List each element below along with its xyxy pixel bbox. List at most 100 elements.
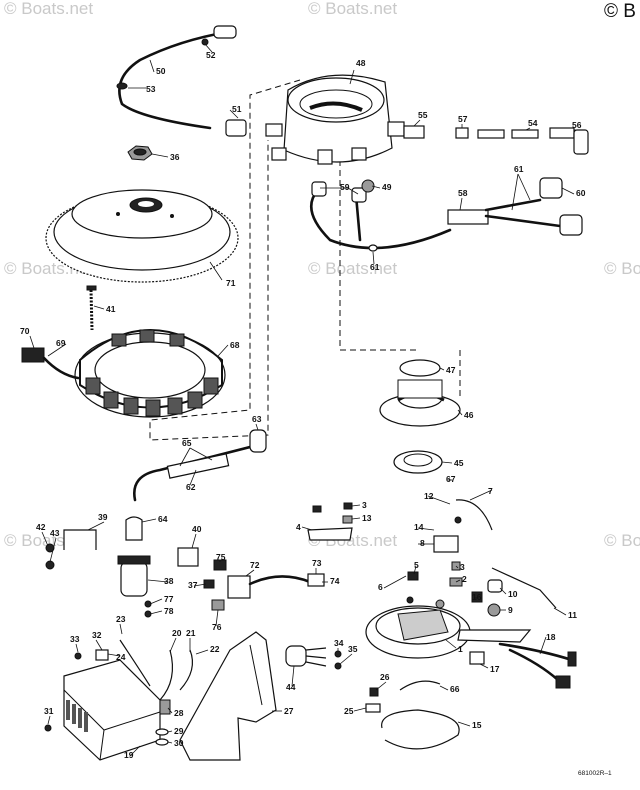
callout-17: 17 [490, 664, 500, 674]
armature-plate [365, 596, 532, 659]
callout-22: 22 [210, 644, 220, 654]
callout-16: 16 [472, 592, 482, 602]
callout-6: 6 [378, 582, 383, 592]
watermark: © Boats.net [604, 531, 640, 550]
watermark: © Boats.net [308, 0, 397, 18]
screw [334, 662, 342, 670]
callout-3: 3 [460, 562, 465, 572]
ignition-coil [285, 645, 327, 667]
callout-66: 66 [450, 684, 460, 694]
callout-2: 2 [462, 574, 467, 584]
callout-55: 55 [418, 110, 428, 120]
callout-30: 30 [174, 738, 184, 748]
callout-71: 71 [226, 278, 236, 288]
callout-25: 25 [344, 706, 354, 716]
callout-61: 61 [514, 164, 524, 174]
callout-48: 48 [356, 58, 366, 68]
callout-62: 62 [186, 482, 196, 492]
callout-60: 60 [576, 188, 586, 198]
power-pack-housing [265, 74, 405, 165]
callout-4: 4 [296, 522, 301, 532]
callout-58: 58 [458, 188, 468, 198]
flywheel-nut [127, 145, 153, 161]
callout-1: 1 [458, 644, 463, 654]
callout-76: 76 [212, 622, 222, 632]
callout-39: 39 [98, 512, 108, 522]
stator-connector [21, 347, 80, 380]
callout-72: 72 [250, 560, 260, 570]
callout-68: 68 [230, 340, 240, 350]
callout-61: 61 [370, 262, 380, 272]
callout-56: 56 [572, 120, 582, 130]
callout-15: 15 [472, 720, 482, 730]
callout-24: 24 [116, 652, 126, 662]
callout-labels: 1 2 3 3 4 5 6 7 8 9 10 11 12 13 14 15 16… [20, 43, 586, 760]
watermark: © Boats.net [4, 0, 93, 18]
callout-10: 10 [508, 589, 518, 599]
callout-28: 28 [174, 708, 184, 718]
callout-8: 8 [420, 538, 425, 548]
retainer-clip [399, 680, 441, 691]
callout-26: 26 [380, 672, 390, 682]
callout-31: 31 [44, 706, 54, 716]
callout-50: 50 [156, 66, 166, 76]
callout-54: 54 [528, 118, 538, 128]
timer-ring [393, 450, 443, 474]
callout-9: 9 [508, 605, 513, 615]
callout-21: 21 [186, 628, 196, 638]
callout-49: 49 [382, 182, 392, 192]
callout-44: 44 [286, 682, 296, 692]
callout-18: 18 [546, 632, 556, 642]
callout-11: 11 [568, 610, 577, 620]
callout-20: 20 [172, 628, 182, 638]
watermark: © Boats.net [308, 259, 397, 278]
callout-51: 51 [232, 104, 242, 114]
callout-38: 38 [164, 576, 174, 586]
callout-19: 19 [124, 750, 134, 760]
callout-65: 65 [182, 438, 192, 448]
callout-74: 74 [330, 576, 340, 586]
callout-42: 42 [36, 522, 46, 532]
callout-67: 67 [446, 474, 456, 484]
callout-37: 37 [188, 580, 198, 590]
callout-73: 73 [312, 558, 322, 568]
callout-3: 3 [362, 500, 367, 510]
power-pack [44, 639, 193, 761]
drawing-reference-number: 681002R–1 [578, 770, 612, 777]
retaining-ring [399, 359, 441, 377]
callout-52: 52 [206, 50, 216, 60]
callout-59: 59 [340, 182, 350, 192]
watermark: © Boats.net [604, 259, 640, 278]
callout-14: 14 [414, 522, 424, 532]
callout-47: 47 [446, 365, 456, 375]
callout-45: 45 [454, 458, 464, 468]
stator-bolt [86, 285, 97, 331]
copyright-mark: © B [604, 1, 636, 22]
callout-46: 46 [464, 410, 474, 420]
callout-13: 13 [362, 513, 372, 523]
grommet-lead [133, 429, 267, 502]
callout-5: 5 [414, 560, 419, 570]
callout-32: 32 [92, 630, 102, 640]
callout-63: 63 [252, 414, 262, 424]
stator [74, 329, 226, 418]
screw [334, 650, 342, 658]
callout-64: 64 [158, 514, 168, 524]
callout-29: 29 [174, 726, 184, 736]
callout-77: 77 [164, 594, 174, 604]
callout-57: 57 [458, 114, 468, 124]
callout-69: 69 [56, 338, 66, 348]
callout-23: 23 [116, 614, 126, 624]
callout-78: 78 [164, 606, 174, 616]
callout-75: 75 [216, 552, 226, 562]
callout-41: 41 [106, 304, 116, 314]
callout-27: 27 [284, 706, 294, 716]
flywheel [45, 189, 239, 283]
callout-43: 43 [50, 528, 60, 538]
mounting-bracket [179, 631, 277, 761]
callout-40: 40 [192, 524, 202, 534]
retaining-spring [381, 709, 460, 750]
lower-left-components [45, 516, 325, 618]
upper-spark-plug-lead [116, 25, 247, 137]
